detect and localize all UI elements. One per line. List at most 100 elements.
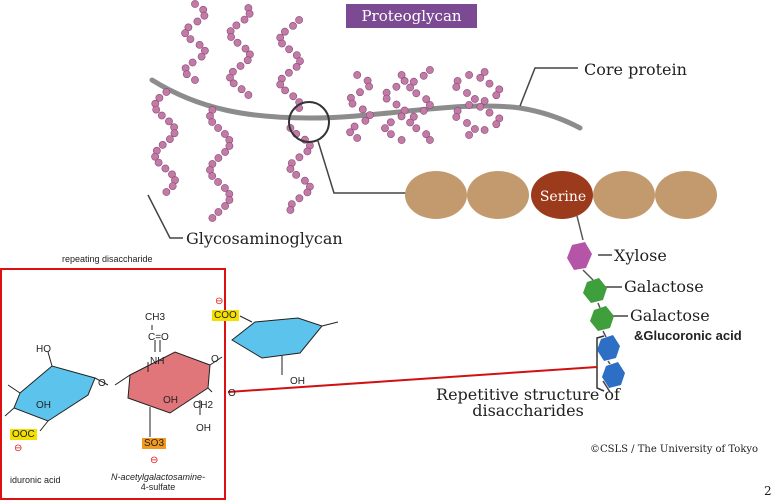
chain-bead <box>476 102 485 111</box>
chain-bead <box>286 165 295 173</box>
chain-bead <box>409 77 418 86</box>
chain-bead <box>392 100 401 109</box>
chain-bead <box>381 124 389 133</box>
chain-bead <box>492 91 501 100</box>
oxygen-label-1: O <box>98 378 106 389</box>
chain-bead <box>425 101 434 109</box>
chain-bead <box>184 23 193 32</box>
chain-bead <box>220 184 229 192</box>
so3-label: SO3 <box>142 438 167 449</box>
chain-bead <box>295 153 304 162</box>
repeat-hexagon-1 <box>597 335 620 361</box>
repeating-label: repeating disaccharide <box>62 254 153 264</box>
core-protein-strand <box>149 77 583 131</box>
chain-bead <box>303 188 312 197</box>
core-bead <box>405 171 467 219</box>
chain-bead <box>161 164 170 173</box>
chain-bead <box>463 119 471 127</box>
c-eq-o-label: C=O <box>148 332 169 343</box>
core-protein-leader <box>519 67 578 107</box>
oxygen-label-2: O <box>211 354 219 365</box>
credit-text: ©CSLS / The University of Tokyo <box>590 444 759 455</box>
repetitive-label: Repetitive structure of disaccharides <box>428 387 628 419</box>
chain-bead <box>208 118 217 126</box>
chain-bead <box>170 129 179 138</box>
chain-bead <box>237 85 246 94</box>
oh-label-4: OH <box>290 376 305 387</box>
chain-bead <box>397 112 406 121</box>
chain-bead <box>452 113 461 121</box>
chain-bead <box>361 116 370 125</box>
chain-bead <box>358 105 367 114</box>
chain-bead <box>397 136 406 144</box>
chain-bead <box>425 66 434 74</box>
glycosaminoglycan-label: Glycosaminoglycan <box>186 229 343 248</box>
chain-bead <box>452 83 461 91</box>
chain-bead <box>208 172 217 180</box>
core-protein-label: Core protein <box>584 60 687 79</box>
chain-bead <box>152 105 161 114</box>
chain-bead <box>240 15 249 24</box>
oh-label-3: OH <box>196 423 211 434</box>
chain-bead <box>188 58 197 67</box>
chain-bead <box>350 122 359 131</box>
chain-bead <box>193 17 202 26</box>
zoom-leader <box>317 140 408 194</box>
chain-bead <box>356 88 364 97</box>
chain-bead <box>278 39 286 48</box>
chain-bead <box>353 71 362 79</box>
chain-bead <box>422 130 431 139</box>
chain-bead <box>208 214 217 222</box>
chain-bead <box>286 206 295 214</box>
nacetyl-line-1: N-acetylgalactosamine- <box>110 472 206 482</box>
chain-bead <box>419 106 428 115</box>
chain-bead <box>281 86 289 95</box>
xylose-label: Xylose <box>614 246 667 265</box>
oxygen-label-3: O <box>228 388 236 399</box>
charge-mark: ⊖ <box>215 296 224 307</box>
chain-bead <box>195 41 204 49</box>
chain-bead <box>292 51 301 60</box>
glycosaminoglycan-leader <box>147 194 183 239</box>
xylose-hexagon <box>567 242 592 270</box>
chain-bead <box>365 111 374 119</box>
chain-bead <box>289 21 297 30</box>
chain-bead <box>151 152 159 161</box>
chain-bead <box>155 94 164 102</box>
connector-line <box>227 366 598 393</box>
chain-bead <box>492 120 501 129</box>
chain-bead <box>226 73 234 82</box>
chain-bead <box>232 21 241 30</box>
chain-bead <box>463 89 471 97</box>
chain-bead <box>186 35 195 43</box>
chain-bead <box>276 80 285 89</box>
chain-bead <box>485 79 494 88</box>
chain-bead <box>197 52 206 61</box>
chain-bead <box>348 99 357 108</box>
repetitive-line-1: Repetitive structure of <box>436 385 620 404</box>
chain-bead <box>181 29 189 38</box>
chain-bead <box>480 68 489 76</box>
chain-bead <box>465 71 473 79</box>
disaccharide-box <box>0 268 226 500</box>
nacetyl-line-2: 4-sulfate <box>140 482 176 492</box>
chain-bead <box>284 68 293 77</box>
chain-bead <box>280 27 289 36</box>
chain-bead <box>220 130 229 138</box>
chain-bead <box>419 71 428 80</box>
chain-bead <box>300 176 309 185</box>
chain-bead <box>406 83 414 92</box>
galactose-label-2: Galactose <box>630 306 710 325</box>
chain-bead <box>241 44 250 53</box>
chain-bead <box>412 89 421 98</box>
chain-bead <box>214 124 222 132</box>
charge-mark: ⊖ <box>150 455 159 466</box>
chain-bead <box>392 82 401 91</box>
chain-bead <box>165 117 173 126</box>
oh-label-1: OH <box>36 400 51 411</box>
ch2-label: CH2 <box>193 400 214 411</box>
chain-bead <box>229 79 238 88</box>
chain-bead <box>162 188 171 196</box>
ch3-label: CH3 <box>145 312 166 323</box>
chain-bead <box>289 92 298 101</box>
